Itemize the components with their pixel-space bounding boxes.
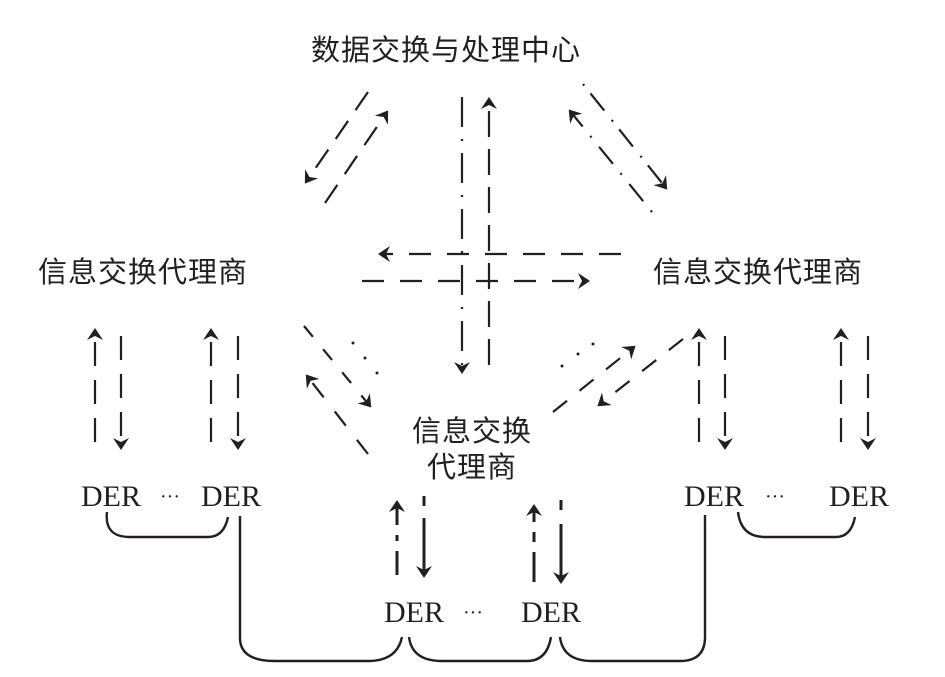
der-left-ellipsis: ··· [160,486,180,508]
arrow-left-agent-to-center [324,110,389,204]
center-node-label: 数据交换与处理中心 [311,33,582,67]
dot [591,342,595,346]
arrow-center-to-right-agent [582,83,668,190]
bottom-agent-label-line2: 代理商 [427,450,518,484]
arrow-bottom-agent-to-right-agent [552,345,636,413]
der-left-last: DER [201,480,261,513]
der-right-last: DER [829,480,889,513]
arrow-bottom-agent-to-left-agent [305,374,369,455]
connector-bottom-to-right [558,515,707,663]
arrow-right-agent-to-bottom-agent [597,338,684,407]
der-bottom-last: DER [521,596,581,629]
arrow-center-to-left-agent [304,91,369,184]
der-right-ellipsis: ··· [765,486,785,508]
brace-bottom-group [407,636,553,663]
right-agent-label: 信息交换代理商 [653,255,864,289]
arrow-right-agent-to-center [568,109,653,213]
brace-left-group [105,511,230,539]
brace-right-group [736,511,857,539]
bottom-agent-label-line1: 信息交换 [412,414,533,448]
der-bottom-first: DER [384,596,444,629]
der-left-first: DER [81,480,141,513]
left-agent-label: 信息交换代理商 [38,255,249,289]
der-bottom-ellipsis: ··· [463,602,483,624]
dot [560,364,564,368]
arrow-left-agent-to-bottom-agent [303,325,372,408]
der-right-first: DER [684,480,744,513]
connector-left-to-bottom [238,516,404,663]
dot [375,371,379,375]
dot [363,356,367,360]
dot [351,341,355,345]
dot [576,352,580,356]
